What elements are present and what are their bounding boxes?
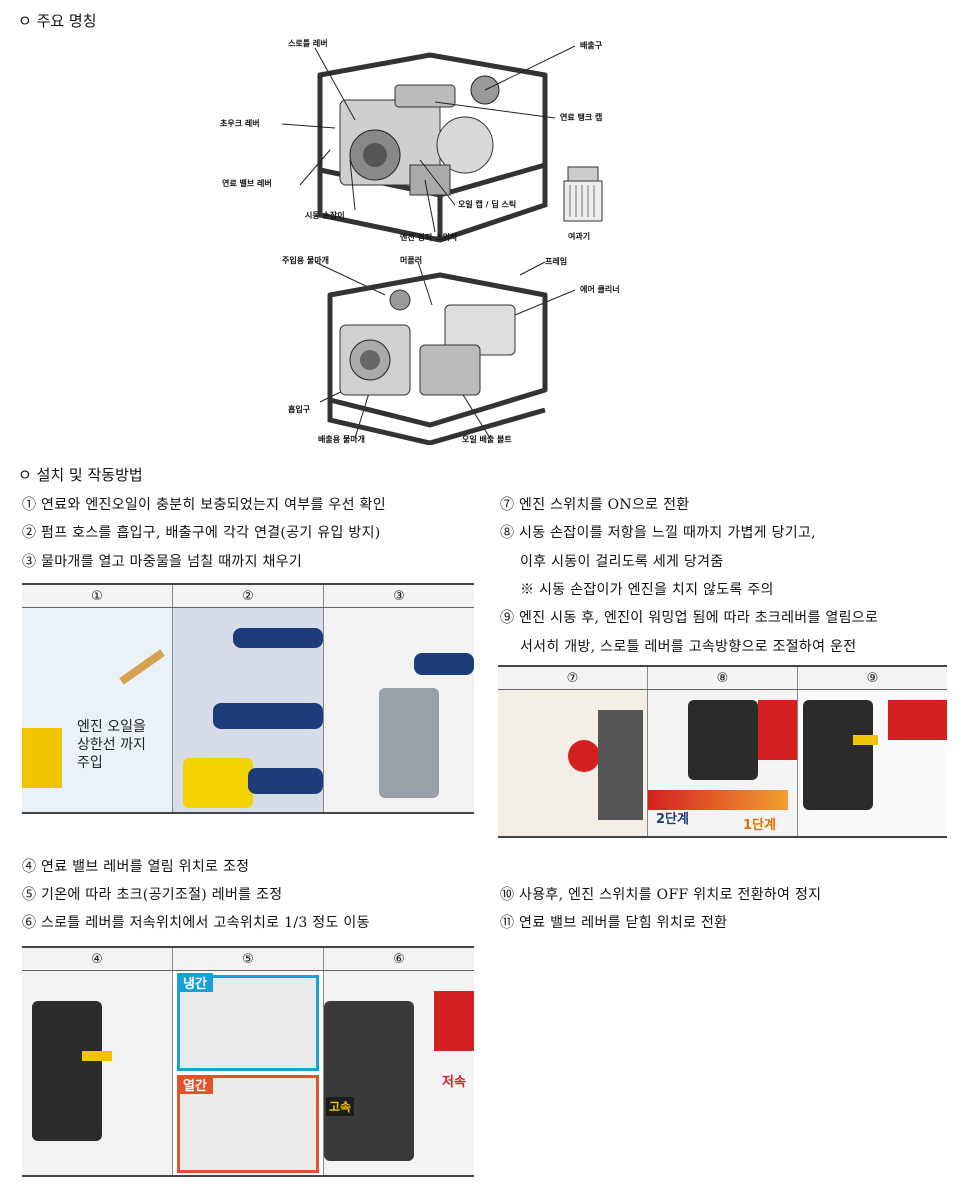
low-speed-label: 저속 <box>442 1075 466 1090</box>
table3-header-6: ⑥ <box>323 946 474 971</box>
step-3: ③ 물마개를 열고 마중물을 넘칠 때까지 채우기 <box>22 554 303 570</box>
step-1: ① 연료와 엔진오일이 충분히 보충되었는지 여부를 우선 확인 <box>22 497 386 513</box>
table3-header-5: ⑤ <box>172 946 324 971</box>
photo-choke-open <box>798 690 947 836</box>
label-filter: 여과기 <box>568 232 591 241</box>
step-8: ⑧ 시동 손잡이를 저항을 느낄 때까지 가볍게 당기고, <box>500 525 816 541</box>
step-2: ② 펌프 호스를 흡입구, 배출구에 각각 연결(공기 유입 방지) <box>22 525 381 541</box>
filter-drawing <box>563 166 603 222</box>
photo-fuel-valve <box>22 971 172 1175</box>
step-8-note: ※ 시동 손잡이가 엔진을 치지 않도록 주의 <box>520 582 774 598</box>
table2-header-9: ⑨ <box>797 665 947 690</box>
step-6: ⑥ 스로틀 레버를 저속위치에서 고속위치로 1/3 정도 이동 <box>22 915 370 931</box>
photo-throttle: 고속 저속 <box>324 971 474 1175</box>
label-fuel-valve-lever: 연료 밸브 레버 <box>222 179 272 188</box>
table2-header-7: ⑦ <box>498 665 648 690</box>
step-7: ⑦ 엔진 스위치를 ON으로 전환 <box>500 497 690 513</box>
section-heading-install: ㅇ 설치 및 작동방법 <box>18 466 143 484</box>
label-inlet: 흡입구 <box>288 405 311 414</box>
oil-note: 엔진 오일을 상한선 까지 주입 <box>77 719 146 771</box>
photo-choke-adjust: 냉간 열간 <box>173 971 323 1175</box>
label-engine-stop-switch: 엔진 정지 스위치 <box>400 233 458 242</box>
step-8-cont: 이후 시동이 걸리도록 세게 당겨줌 <box>520 554 724 570</box>
steps-table-2: ⑦ ⑧ ⑨ 2단계 1단계 <box>498 665 947 838</box>
table1-header-1: ① <box>22 583 173 608</box>
table3-header-4: ④ <box>22 946 173 971</box>
high-speed-label: 고속 <box>326 1097 355 1116</box>
label-starter-handle: 시동 손잡이 <box>305 211 345 220</box>
label-priming-plug: 주입용 물마개 <box>282 256 329 265</box>
photo-hose-connect <box>173 608 323 812</box>
label-air-cleaner: 에어 클리너 <box>580 285 620 294</box>
section-heading-parts: ㅇ 주요 명칭 <box>18 12 97 30</box>
photo-priming <box>324 608 474 812</box>
cold-label: 냉간 <box>177 973 213 992</box>
stage2-label: 2단계 <box>656 812 689 827</box>
step-4: ④ 연료 밸브 레버를 열림 위치로 조정 <box>22 859 250 875</box>
label-fuel-tank-cap: 연료 탱크 캡 <box>560 113 603 122</box>
step-9-cont: 서서히 개방, 스로틀 레버를 고속방향으로 조절하여 운전 <box>520 639 857 655</box>
label-oil-drain-bolt: 오일 배출 볼트 <box>462 435 512 444</box>
step-5: ⑤ 기온에 따라 초크(공기조절) 레버를 조정 <box>22 887 283 903</box>
label-muffler: 머플러 <box>400 256 423 265</box>
step-11: ⑪ 연료 밸브 레버를 닫힘 위치로 전환 <box>500 915 728 931</box>
label-oil-cap-dipstick: 오일 캡 / 딥 스틱 <box>458 200 517 209</box>
photo-engine-switch <box>498 690 647 836</box>
label-throttle-lever: 스로틀 레버 <box>288 39 328 48</box>
steps-table-1: ① ② ③ 엔진 오일을 상한선 까지 주입 <box>22 583 474 814</box>
table2-header-8: ⑧ <box>647 665 798 690</box>
label-frame: 프레임 <box>545 257 568 266</box>
table1-header-2: ② <box>172 583 324 608</box>
photo-starter-pull: 2단계 1단계 <box>648 690 797 836</box>
step-10: ⑩ 사용후, 엔진 스위치를 OFF 위치로 전환하여 정지 <box>500 887 822 903</box>
steps-table-3: ④ ⑤ ⑥ 냉간 열간 고속 저속 <box>22 946 474 1177</box>
pump-diagram-front <box>317 52 548 243</box>
pump-diagram-rear <box>327 272 548 445</box>
photo-fuel-oil: 엔진 오일을 상한선 까지 주입 <box>22 608 172 812</box>
label-outlet: 배출구 <box>580 41 603 50</box>
hot-label: 열간 <box>177 1075 213 1094</box>
table1-header-3: ③ <box>323 583 474 608</box>
label-choke-lever: 초우크 레버 <box>220 119 260 128</box>
step-9: ⑨ 엔진 시동 후, 엔진이 워밍업 됨에 따라 초크레버를 열림으로 <box>500 610 879 626</box>
label-drain-plug: 배출용 물마개 <box>318 435 365 444</box>
stage1-label: 1단계 <box>743 818 776 833</box>
